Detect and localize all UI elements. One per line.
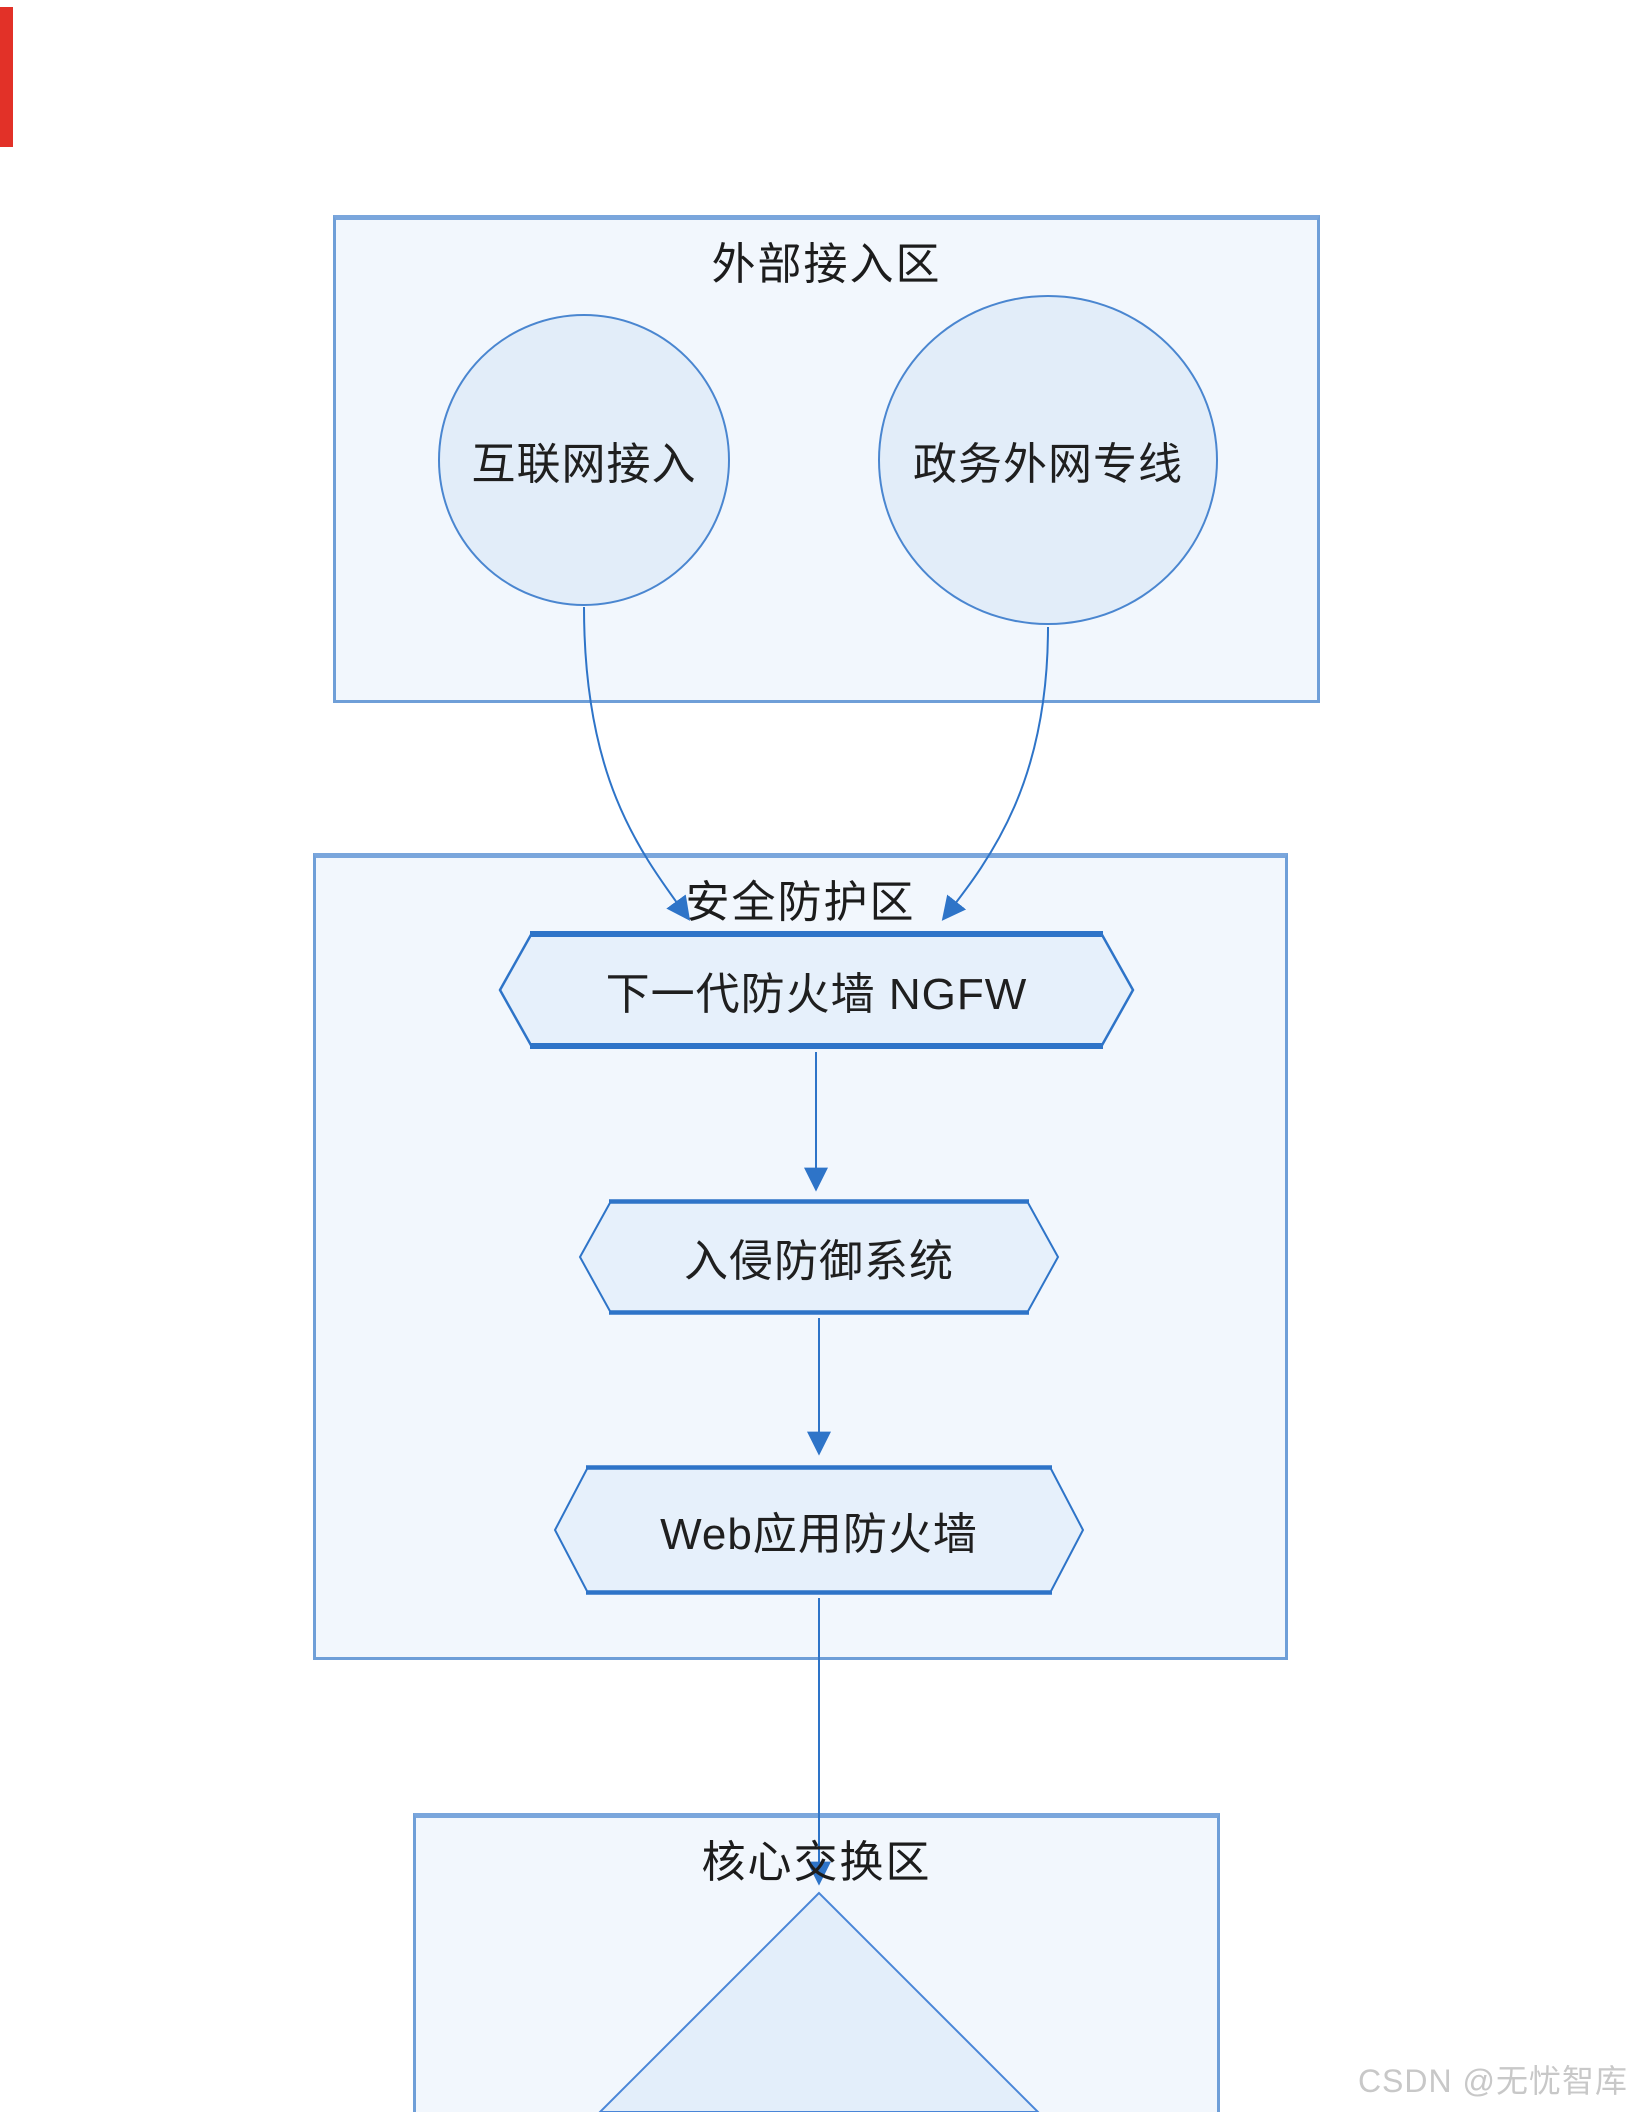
node-ips-label: 入侵防御系统 — [684, 1237, 954, 1286]
waf-hexagon-shape — [553, 1465, 1085, 1595]
node-internet-access-label: 互联网接入 — [471, 440, 697, 489]
node-waf-hexagon: Web应用防火墙 — [553, 1464, 1085, 1596]
node-waf-label: Web应用防火墙 — [660, 1510, 978, 1559]
zone-security-protection-title: 安全防护区 — [685, 878, 916, 927]
zone-external-access-title: 外部接入区 — [711, 240, 942, 289]
zone-core-switching: 核心交换区 — [413, 1813, 1220, 2112]
zone-core-switching-title: 核心交换区 — [701, 1838, 932, 1887]
node-ngfw-hexagon: 下一代防火墙 NGFW — [498, 930, 1135, 1050]
red-marker-bar — [0, 7, 13, 147]
node-ngfw-label: 下一代防火墙 NGFW — [605, 970, 1028, 1019]
node-internet-access-circle: 互联网接入 — [438, 314, 730, 606]
watermark-text: CSDN @无忧智库 — [1357, 2063, 1628, 2099]
ips-hexagon-shape — [578, 1199, 1060, 1315]
node-gov-extranet-circle: 政务外网专线 — [878, 295, 1218, 625]
node-gov-extranet-label: 政务外网专线 — [913, 440, 1183, 489]
node-ips-hexagon: 入侵防御系统 — [578, 1198, 1060, 1316]
ngfw-hexagon-shape — [498, 931, 1135, 1049]
